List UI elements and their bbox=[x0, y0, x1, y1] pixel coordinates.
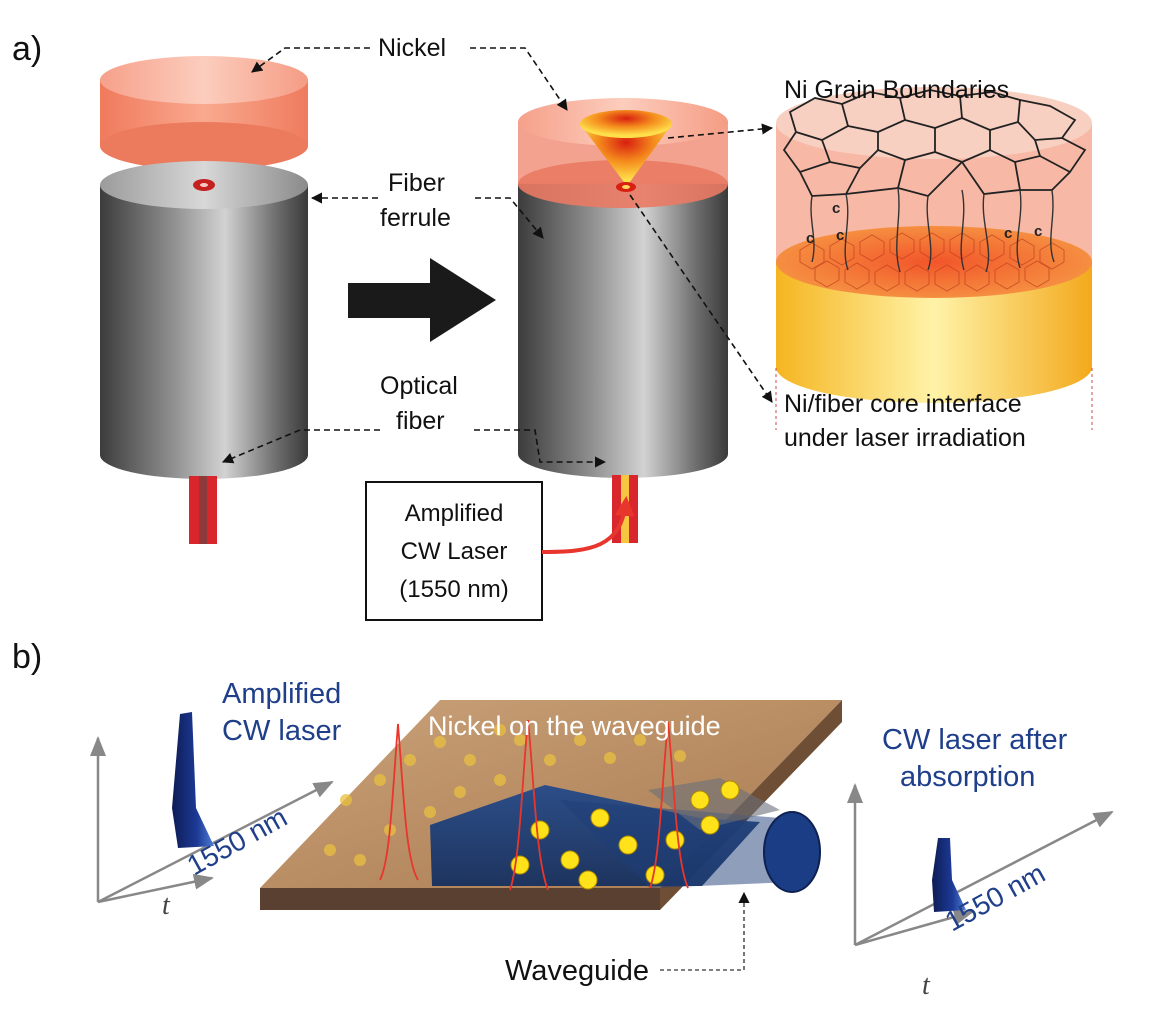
label-ferrule: ferrule bbox=[380, 204, 451, 232]
grain-boundaries-cylinder: c c c c c bbox=[775, 87, 1093, 430]
nickel-atoms bbox=[324, 724, 740, 890]
laser-box-line-1: Amplified bbox=[405, 500, 504, 527]
grain-c-marker: c bbox=[806, 230, 814, 247]
panel-b-tag: b) bbox=[12, 638, 42, 676]
left-title-1: Amplified bbox=[222, 678, 341, 710]
grain-c-marker: c bbox=[832, 200, 840, 217]
panel-a-tag: a) bbox=[12, 30, 42, 68]
fiber-ferrule-left bbox=[100, 161, 308, 479]
laser-input-arrow bbox=[541, 496, 635, 554]
process-arrow bbox=[348, 258, 496, 342]
label-grain-boundaries: Ni Grain Boundaries bbox=[784, 76, 1009, 104]
grain-c-marker: c bbox=[1034, 223, 1042, 240]
waveguide-leader bbox=[660, 891, 750, 971]
right-title-2: absorption bbox=[900, 761, 1035, 793]
hexagon-grain-texture bbox=[799, 232, 1065, 292]
laser-source-box: Amplified CW Laser (1550 nm) bbox=[365, 481, 543, 621]
right-pulse-shape bbox=[932, 838, 966, 912]
leader-lines bbox=[221, 47, 774, 468]
grain-c-marker: c bbox=[836, 227, 844, 244]
left-title-2: CW laser bbox=[222, 715, 342, 747]
heat-cone bbox=[580, 110, 672, 192]
label-interface-2: under laser irradiation bbox=[784, 424, 1026, 452]
nickel-disc-left bbox=[100, 56, 308, 170]
grain-c-marker: c bbox=[1004, 225, 1012, 242]
fiber-ferrule-right bbox=[518, 182, 728, 478]
laser-box-line-2: CW Laser bbox=[401, 538, 508, 565]
laser-box-line-3: (1550 nm) bbox=[399, 576, 508, 603]
label-nickel-on-waveguide: Nickel on the waveguide bbox=[428, 711, 721, 741]
label-fiber: Fiber bbox=[388, 169, 445, 197]
absorption-pulses bbox=[379, 719, 689, 891]
grain-diffusion-paths bbox=[810, 187, 1055, 273]
left-pulse-axes bbox=[90, 736, 334, 904]
label-interface-1: Ni/fiber core interface bbox=[784, 390, 1022, 418]
label-optical: Optical bbox=[380, 372, 458, 400]
label-waveguide: Waveguide bbox=[505, 955, 649, 987]
label-nickel: Nickel bbox=[378, 34, 446, 62]
right-time-axis: t bbox=[922, 970, 931, 1001]
right-pulse-axes bbox=[847, 783, 1114, 947]
left-time-axis: t bbox=[162, 890, 171, 921]
right-title-1: CW laser after bbox=[882, 724, 1068, 756]
label-fiber-2: fiber bbox=[396, 407, 445, 435]
left-pulse-shape bbox=[172, 712, 214, 848]
optical-fiber-left bbox=[189, 476, 217, 544]
